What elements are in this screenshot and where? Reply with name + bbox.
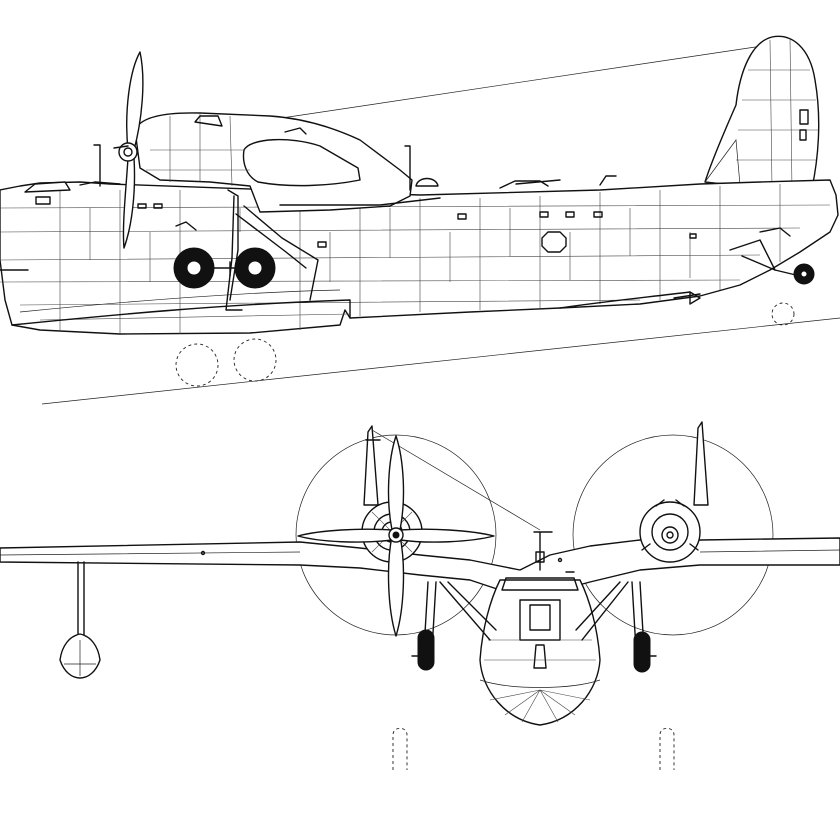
engine-right-front: [639, 499, 701, 563]
side-view: [0, 35, 840, 405]
tail-fins-front: [363, 421, 709, 506]
propeller-front: [297, 435, 495, 637]
engine-nacelle-side: [93, 112, 441, 213]
bracing-wire: [371, 429, 541, 531]
reference-line-lower: [41, 317, 840, 405]
landing-gear-front: [411, 581, 657, 673]
retracted-wheel-outline-right: [659, 727, 675, 770]
wing-float-front: [59, 561, 101, 679]
front-view: [0, 421, 840, 770]
tail-fin: [704, 35, 820, 193]
main-landing-gear-side: [173, 189, 319, 387]
wing-front: [0, 537, 840, 601]
propeller-side: [113, 51, 144, 249]
retracted-wheel-outline-left: [392, 727, 408, 770]
reference-line-upper: [254, 45, 763, 123]
hull-front: [479, 531, 601, 726]
propeller-disc-right: [572, 434, 774, 636]
